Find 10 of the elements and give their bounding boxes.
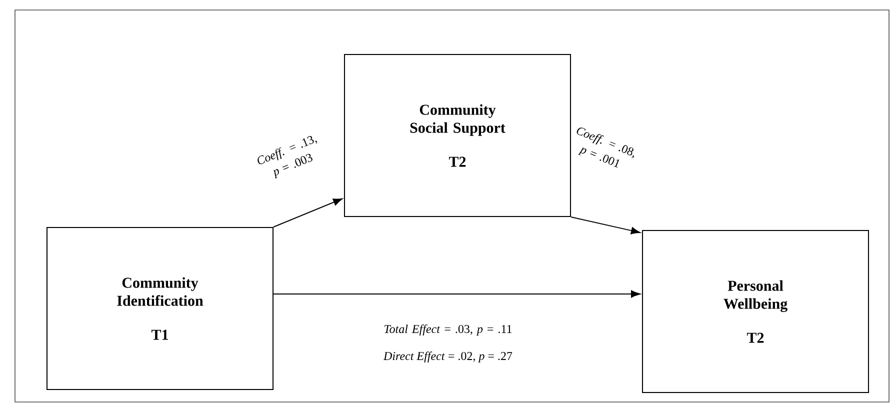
edge-label: Coeff. = .08, p = .001 (576, 128, 634, 168)
effect-label: Direct Effect = .02, p = .27 (383, 352, 512, 362)
edge-label: Total Effect = .03, p = .11 (384, 324, 512, 336)
arrow (273, 198, 343, 228)
arrow (273, 290, 640, 298)
variable-box: Community Social Support T2 (344, 54, 571, 217)
edge-label: Coeff. = .13, p = .003 (258, 136, 318, 179)
variable-box: Community Identification T1 (46, 227, 274, 390)
variable-box: Personal Wellbeing T2 (642, 230, 869, 393)
arrow (570, 216, 640, 234)
